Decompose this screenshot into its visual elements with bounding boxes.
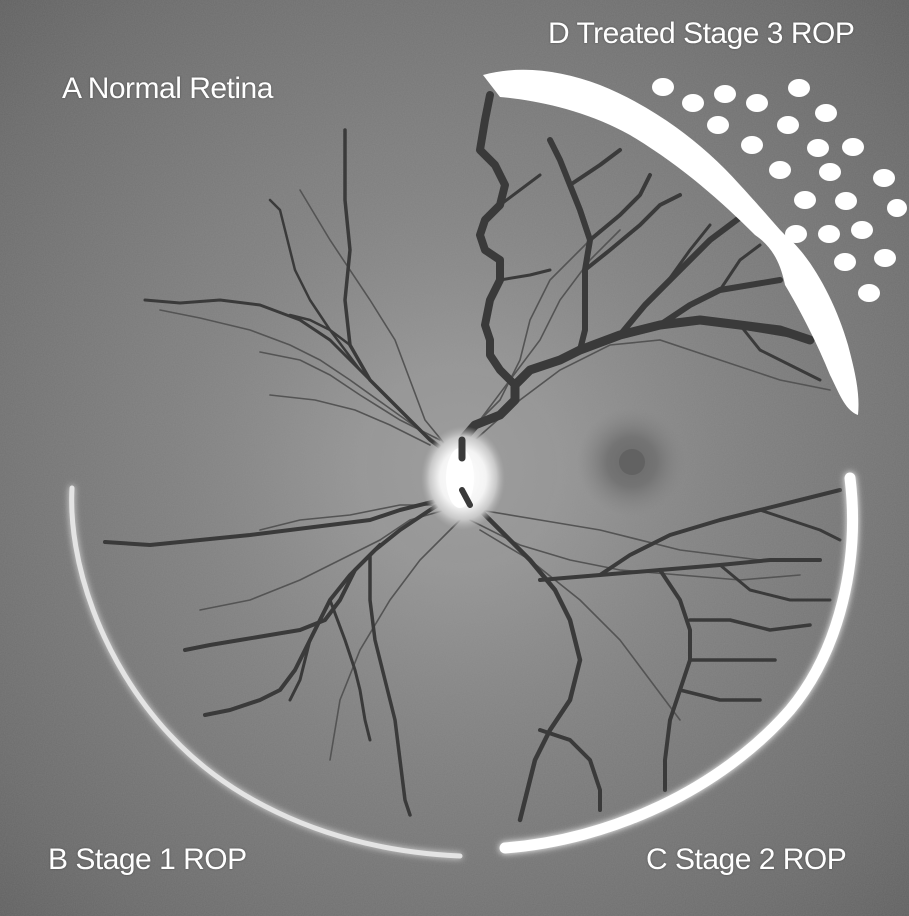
- laser-spot: [807, 139, 829, 157]
- laser-spot: [842, 138, 864, 156]
- laser-spot: [874, 249, 896, 267]
- fovea: [619, 449, 645, 475]
- laser-spot: [707, 116, 729, 134]
- laser-spot: [746, 94, 768, 112]
- laser-spot: [682, 94, 704, 112]
- laser-spot: [887, 199, 907, 217]
- laser-spot: [873, 169, 895, 187]
- laser-spot: [788, 79, 810, 97]
- laser-spot: [815, 104, 837, 122]
- laser-spot: [818, 225, 840, 243]
- label-treated-stage3-rop: D Treated Stage 3 ROP: [548, 17, 854, 51]
- laser-spot: [858, 284, 880, 302]
- laser-spot: [794, 191, 816, 209]
- label-stage2-rop: C Stage 2 ROP: [646, 843, 846, 877]
- laser-spot: [652, 78, 674, 96]
- laser-spot: [835, 192, 857, 210]
- laser-spot: [769, 161, 791, 179]
- laser-spot: [777, 116, 799, 134]
- laser-spot: [819, 163, 841, 181]
- laser-spot: [741, 136, 763, 154]
- laser-spot: [785, 225, 807, 243]
- laser-spot: [834, 253, 856, 271]
- label-normal-retina: A Normal Retina: [62, 72, 273, 106]
- label-stage1-rop: B Stage 1 ROP: [48, 843, 247, 877]
- laser-spot: [714, 85, 736, 103]
- laser-spot: [851, 221, 873, 239]
